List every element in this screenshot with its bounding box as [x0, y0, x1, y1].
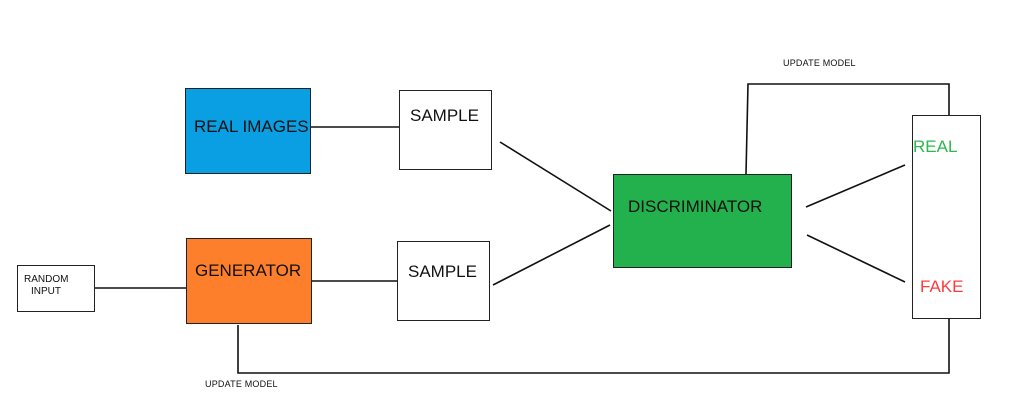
discriminator-box: DISCRIMINATOR — [613, 174, 792, 268]
edge-update-model-bottom — [237, 318, 950, 374]
generator-label: GENERATOR — [195, 261, 302, 280]
sample-top-label: SAMPLE — [410, 106, 479, 125]
output-box — [912, 115, 981, 319]
output-real-label: REAL — [913, 137, 958, 156]
sample-top-box: SAMPLE — [399, 90, 492, 170]
sample-bottom-box: SAMPLE — [397, 241, 490, 321]
edge-sample-top-to-discriminator — [499, 141, 612, 212]
real-images-box: REAL IMAGES — [185, 88, 311, 174]
generator-box: GENERATOR — [186, 238, 312, 324]
random-input-box: RANDOM INPUT — [17, 265, 95, 312]
output-fake-label: FAKE — [920, 277, 964, 296]
sample-bottom-label: SAMPLE — [408, 262, 477, 281]
discriminator-label: DISCRIMINATOR — [628, 197, 763, 216]
update-model-top-label: UPDATE MODEL — [783, 58, 856, 68]
edge-discriminator-to-fake — [806, 234, 906, 283]
random-input-label: RANDOM INPUT — [24, 274, 69, 297]
update-model-bottom-label: UPDATE MODEL — [205, 379, 278, 389]
edge-discriminator-to-real — [805, 164, 906, 208]
real-images-label: REAL IMAGES — [194, 117, 309, 136]
edge-update-model-top — [745, 83, 950, 175]
edge-sample-bottom-to-discriminator — [492, 224, 611, 286]
